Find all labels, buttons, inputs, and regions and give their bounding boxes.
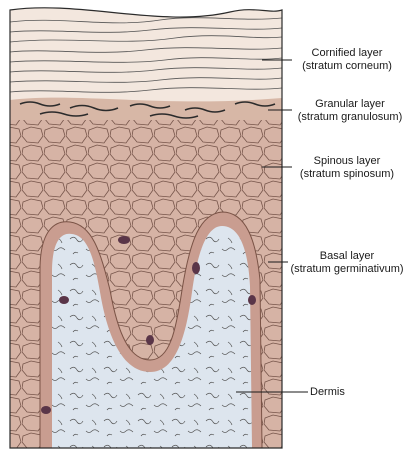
label-granular-latin: (stratum granulosum)	[297, 111, 403, 123]
label-basal-latin: (stratum germinativum)	[290, 263, 404, 275]
label-basal-name: Basal layer	[319, 250, 375, 262]
label-spinous-latin: (stratum spinosum)	[299, 168, 395, 180]
label-cornified-latin: (stratum corneum)	[302, 60, 392, 72]
basal-cell-nuclei	[41, 236, 256, 414]
label-spinous-name: Spinous layer	[313, 155, 381, 167]
label-granular-name: Granular layer	[315, 98, 385, 110]
granular-layer-band	[10, 97, 282, 124]
granular-dark-streaks	[19, 101, 276, 119]
tissue-outline	[9, 7, 283, 449]
label-basal-layer: Basal layer (stratum germinativum)	[286, 250, 408, 276]
cornified-wavy-lines	[10, 17, 282, 93]
dermis-fiber-pattern	[52, 226, 252, 448]
label-cornified-name: Cornified layer	[311, 47, 383, 59]
label-spinous-layer: Spinous layer (stratum spinosum)	[292, 155, 402, 181]
label-dermis-name: Dermis	[310, 386, 345, 398]
tissue-layers	[10, 7, 282, 449]
label-dermis: Dermis	[310, 386, 370, 399]
label-granular-layer: Granular layer (stratum granulosum)	[290, 98, 410, 124]
label-cornified-layer: Cornified layer (stratum corneum)	[292, 47, 402, 73]
leader-lines	[236, 59, 308, 393]
cornified-layer-region	[10, 7, 282, 110]
